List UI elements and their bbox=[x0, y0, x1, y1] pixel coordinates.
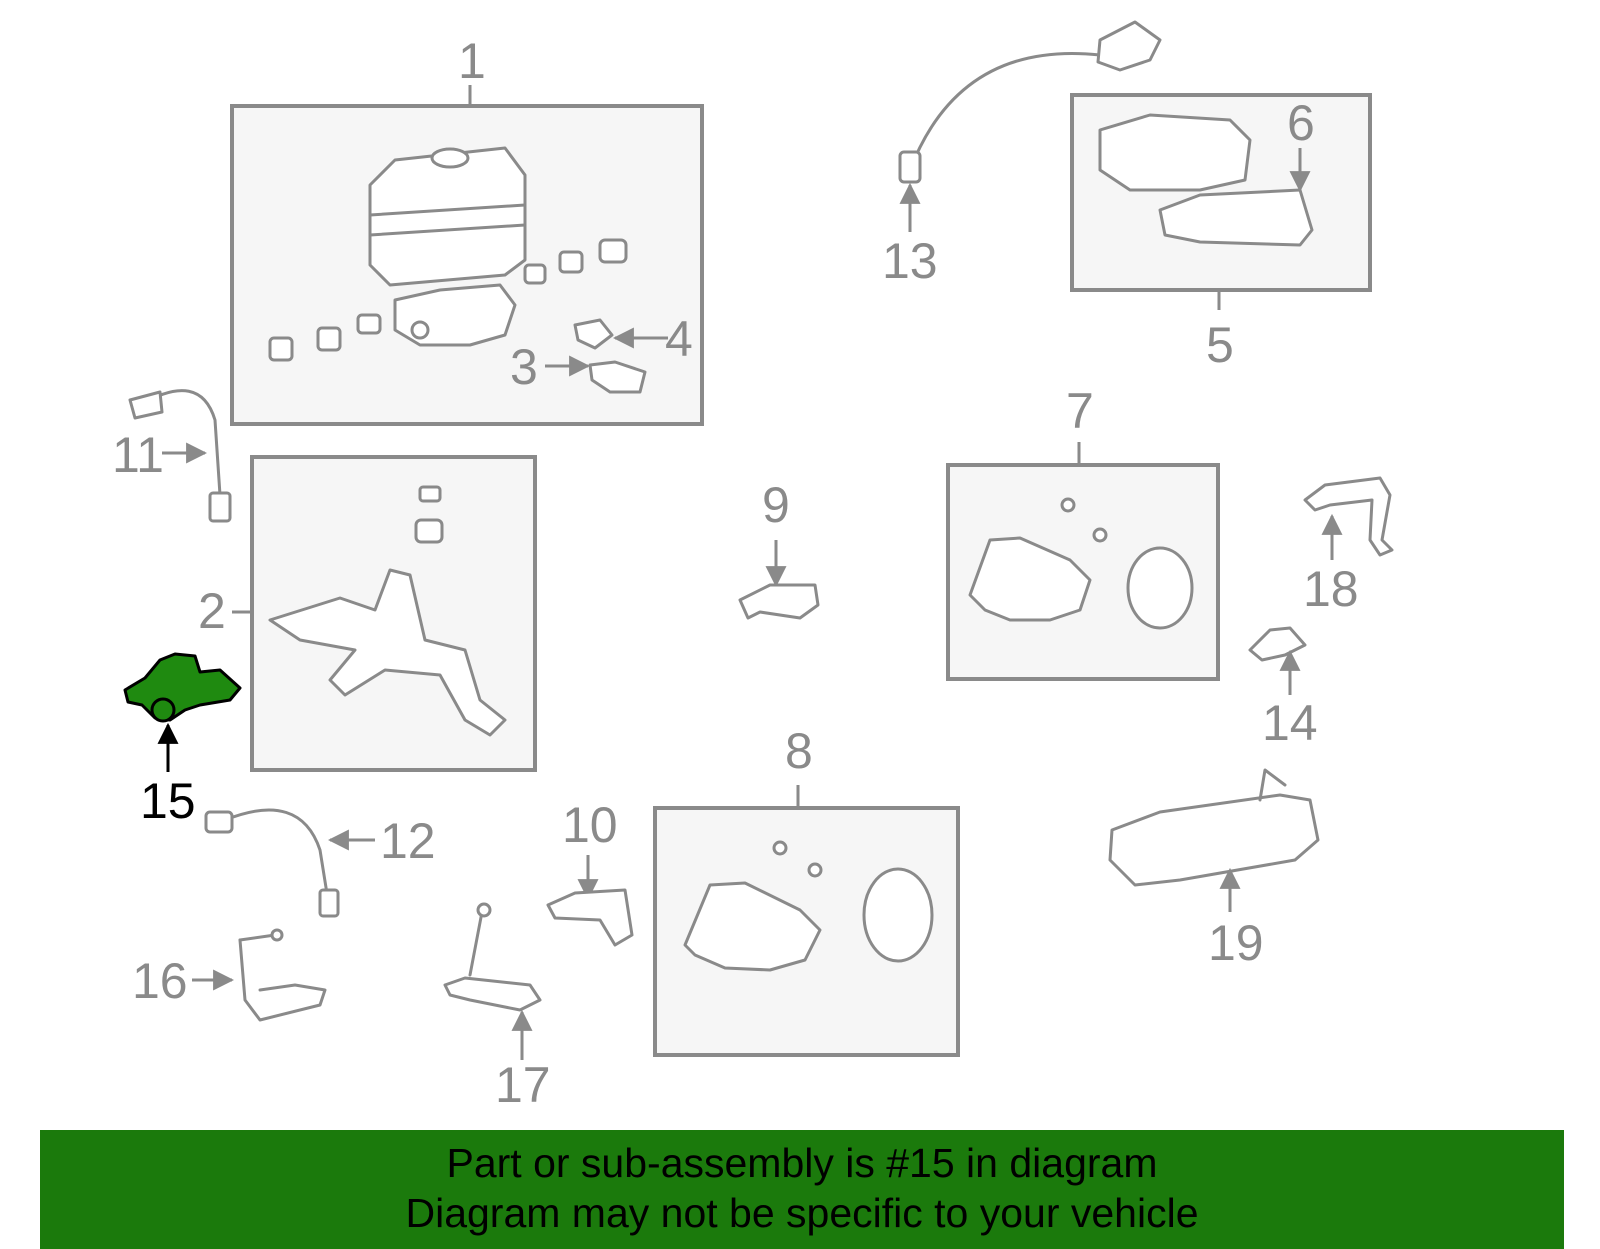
bracket-icon bbox=[268, 568, 507, 737]
part-7-group[interactable]: 7 bbox=[946, 383, 1220, 681]
actuator-icon bbox=[1098, 113, 1252, 192]
label-part-15: 15 bbox=[140, 773, 196, 829]
part-16-group[interactable]: 16 bbox=[132, 928, 327, 1022]
part-18-group[interactable]: 18 bbox=[1303, 476, 1394, 617]
label-part-2: 2 bbox=[198, 583, 226, 639]
label-part-13: 13 bbox=[882, 233, 938, 289]
label-part-14: 14 bbox=[1262, 695, 1318, 751]
bracket-10-icon bbox=[546, 888, 634, 947]
booster-7-icon bbox=[1126, 546, 1194, 630]
part-1-group[interactable]: 1 4 3 bbox=[230, 33, 704, 426]
reservoir-icon bbox=[368, 146, 527, 287]
part-10-group[interactable]: 10 bbox=[546, 797, 634, 947]
label-part-18: 18 bbox=[1303, 561, 1359, 617]
hose-13-icon bbox=[908, 51, 1102, 172]
info-banner: Part or sub-assembly is #15 in diagram D… bbox=[40, 1130, 1564, 1249]
label-part-9: 9 bbox=[762, 477, 790, 533]
fittings-icon bbox=[268, 238, 628, 362]
part-9-group[interactable]: 9 bbox=[738, 477, 820, 620]
bracket-18-icon bbox=[1303, 476, 1394, 557]
part-14-group[interactable]: 14 bbox=[1248, 626, 1318, 751]
banner-line-2: Diagram may not be specific to your vehi… bbox=[405, 1190, 1199, 1236]
booster-8-icon bbox=[862, 867, 934, 963]
part-8-group[interactable]: 8 bbox=[653, 723, 960, 1057]
label-part-8: 8 bbox=[785, 723, 813, 779]
part-12-group[interactable]: 12 bbox=[204, 808, 436, 918]
label-part-3: 3 bbox=[510, 339, 538, 395]
part-17-group[interactable]: 17 bbox=[443, 902, 551, 1113]
label-part-16: 16 bbox=[132, 953, 188, 1009]
bracket-9-icon bbox=[738, 583, 820, 620]
pump-7-icon bbox=[968, 536, 1092, 622]
label-part-19: 19 bbox=[1208, 915, 1264, 971]
switch-3-icon bbox=[588, 360, 647, 394]
sensor-4-icon bbox=[573, 318, 614, 350]
sensor-link-17-icon bbox=[468, 910, 484, 977]
label-part-17: 17 bbox=[495, 1057, 551, 1113]
part-13-group[interactable]: 13 bbox=[882, 20, 1162, 289]
sensor-link-16-icon bbox=[238, 938, 327, 1022]
accumulator-19-icon bbox=[1108, 793, 1320, 887]
label-part-7: 7 bbox=[1066, 383, 1094, 439]
clip-14-icon bbox=[1248, 626, 1307, 662]
cover-6-icon bbox=[1158, 188, 1314, 247]
highlighted-part-15-icon bbox=[123, 652, 242, 722]
part-2-group[interactable]: 2 bbox=[198, 455, 537, 772]
label-part-6: 6 bbox=[1287, 95, 1315, 151]
label-part-5: 5 bbox=[1206, 317, 1234, 373]
label-part-1: 1 bbox=[458, 33, 486, 89]
label-part-10: 10 bbox=[562, 797, 618, 853]
bolt-icon bbox=[418, 485, 442, 503]
part-11-group[interactable]: 11 bbox=[112, 389, 232, 523]
label-part-4: 4 bbox=[665, 311, 693, 367]
pump-8-icon bbox=[683, 881, 822, 972]
grommet-icon bbox=[414, 518, 444, 544]
label-part-12: 12 bbox=[380, 813, 436, 869]
hose-12-icon bbox=[223, 808, 330, 902]
parts-diagram: 1 4 3 2 bbox=[112, 20, 1394, 1113]
part-5-group[interactable]: 5 6 bbox=[1070, 93, 1372, 373]
part-19-group[interactable]: 19 bbox=[1108, 768, 1320, 971]
part-15-group[interactable]: 15 bbox=[123, 652, 242, 829]
banner-line-1: Part or sub-assembly is #15 in diagram bbox=[446, 1140, 1158, 1186]
label-part-11: 11 bbox=[112, 427, 164, 483]
